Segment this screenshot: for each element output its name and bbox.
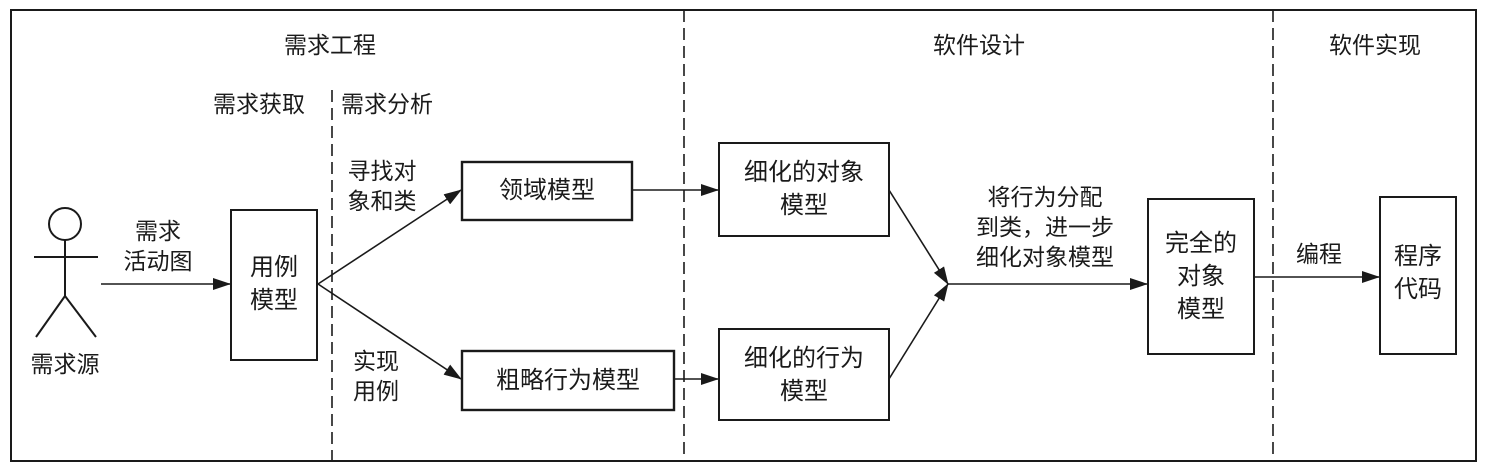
domain-model-box	[460, 160, 634, 222]
phase-title-design: 软件设计	[933, 33, 1025, 59]
refined-object-model-box	[718, 142, 890, 237]
outer-frame	[10, 9, 1477, 462]
phase-title-implementation: 软件实现	[1329, 33, 1421, 59]
actor-icon	[34, 207, 98, 338]
find-objects-label-line-2: 象和类	[347, 189, 417, 215]
complete-object-model-text-line-2: 对象	[1177, 262, 1225, 290]
refined-object-model-text-line-1: 细化的对象	[744, 158, 864, 186]
realize-use-case-label-line-2: 用例	[353, 379, 399, 405]
arrow-to-rough-behavior-model	[317, 283, 462, 380]
find-objects-label-line-1: 寻找对	[347, 159, 417, 185]
program-code-text: 程序 代码	[1380, 240, 1456, 306]
complete-object-model-text-line-1: 完全的	[1165, 229, 1237, 257]
assign-behavior-label-line-3: 细化对象模型	[976, 245, 1114, 271]
activity-label: 需求 活动图	[108, 217, 208, 277]
refined-behavior-model-text-line-2: 模型	[780, 377, 828, 405]
program-code-text-line-1: 程序	[1394, 242, 1442, 270]
arrow-refined-object-to-merge	[888, 189, 949, 285]
activity-label-line-2: 活动图	[123, 249, 193, 275]
arrow-refined-behavior-to-merge	[888, 283, 949, 380]
actor-label: 需求源	[30, 352, 100, 378]
program-code-box	[1379, 196, 1457, 355]
complete-object-model-box	[1147, 198, 1255, 355]
subphase-title-analysis: 需求分析	[341, 92, 433, 118]
subphase-title-elicitation: 需求获取	[213, 92, 305, 118]
complete-object-model-text-line-3: 模型	[1177, 295, 1225, 323]
realize-use-case-label: 实现 用例	[336, 347, 416, 407]
arrow-to-domain-model	[317, 189, 462, 285]
domain-model-text: 领域模型	[462, 174, 632, 207]
phase-title-requirements: 需求工程	[284, 33, 376, 59]
complete-object-model-text: 完全的 对象 模型	[1148, 227, 1254, 326]
refined-behavior-model-box	[718, 328, 890, 421]
use-case-model-box	[230, 209, 318, 361]
assign-behavior-label-line-1: 将行为分配	[987, 185, 1103, 211]
refined-behavior-model-text: 细化的行为 模型	[719, 342, 889, 408]
rough-behavior-model-box	[460, 349, 676, 412]
program-code-text-line-2: 代码	[1394, 275, 1442, 303]
rough-behavior-model-text-line-1: 粗略行为模型	[496, 366, 640, 394]
refined-object-model-text: 细化的对象 模型	[719, 156, 889, 222]
realize-use-case-label-line-1: 实现	[353, 349, 399, 375]
find-objects-label: 寻找对 象和类	[331, 157, 433, 217]
domain-model-text-line-1: 领域模型	[499, 176, 595, 204]
programming-label: 编程	[1296, 242, 1342, 268]
use-case-model-text-line-1: 用例	[250, 253, 298, 281]
assign-behavior-label-line-2: 到类，进一步	[976, 215, 1114, 241]
refined-object-model-text-line-2: 模型	[780, 191, 828, 219]
use-case-model-text-line-2: 模型	[250, 286, 298, 314]
assign-behavior-label: 将行为分配 到类，进一步 细化对象模型	[940, 183, 1150, 273]
rough-behavior-model-text: 粗略行为模型	[462, 364, 674, 397]
activity-label-line-1: 需求	[135, 219, 181, 245]
use-case-model-text: 用例 模型	[231, 251, 317, 317]
refined-behavior-model-text-line-1: 细化的行为	[744, 344, 864, 372]
